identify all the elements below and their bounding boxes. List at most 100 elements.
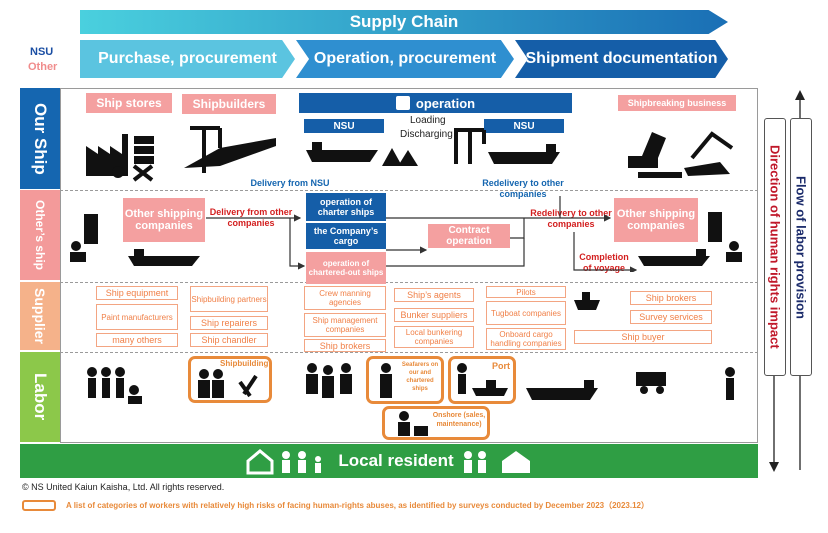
shipbuilders-tag: Shipbuilders — [182, 94, 276, 114]
nsu-tag-left: NSU — [304, 119, 384, 133]
supplier-bunker: Bunker suppliers — [394, 308, 474, 322]
nsu-logo-icon — [395, 96, 410, 110]
cargo-ship-icon — [128, 249, 200, 266]
legend-nsu: NSU — [30, 46, 54, 58]
shipbuilding-workers-icon — [198, 369, 258, 398]
supply-chain-arrow: Supply Chain — [80, 10, 728, 34]
delivery-from-other-label: Delivery from other companies — [209, 207, 293, 228]
row-our-ship-label: Our Ship — [31, 102, 50, 175]
seafarer-icon — [380, 363, 392, 398]
stage-operation-label: Operation, procurement — [313, 50, 497, 67]
cargo-ship-icon — [638, 249, 710, 266]
diagram-grid — [60, 88, 758, 443]
labor-port-label: Port — [492, 361, 510, 371]
risk-box-shipbuilding — [188, 356, 272, 403]
labor-provision-label-box: Flow of labor provision — [790, 118, 812, 376]
supplier-ship-buyer: Ship buyer — [574, 330, 712, 344]
loading-label: Loading — [410, 115, 446, 126]
contract-operation-box: Contract operation — [428, 224, 510, 248]
copyright: © NS United Kaiun Kaisha, Ltd. All right… — [22, 482, 225, 492]
cargo-ship-icon — [488, 144, 560, 164]
labor-shipbuilding-label: Shipbuilding — [220, 359, 269, 368]
supplier-onboard-cargo: Onboard cargo handling companies — [486, 328, 566, 350]
operation-label: operation — [415, 95, 476, 111]
stage-purchase-label: Purchase, procurement — [98, 50, 277, 67]
supplier-paint: Paint manufacturers — [96, 304, 178, 330]
stage-shipment: Shipment documentation — [515, 40, 728, 78]
supplier-local-bunkering: Local bunkering companies — [394, 326, 474, 348]
local-resident-label: Local resident — [338, 451, 454, 470]
cargo-ship-icon — [526, 380, 598, 400]
supplier-ship-brokers-right: Ship brokers — [630, 291, 712, 305]
discharging-label: Discharging — [400, 129, 453, 140]
supplier-survey: Survey services — [630, 310, 712, 324]
port-crane-icon — [454, 128, 486, 164]
redelivery-top-label: Redelivery to other companies — [482, 178, 564, 199]
row-supplier: Supplier — [20, 282, 60, 350]
office-building-icon — [708, 212, 742, 262]
labor-seafarers-label: Seafarers on our and chartered ships — [401, 362, 439, 392]
labor-provision-label: Flow of labor provision — [793, 175, 809, 319]
supplier-ship-management: Ship management companies — [304, 313, 386, 337]
row-others-ship: Other’s ship — [20, 190, 60, 280]
demolition-machinery-icon — [628, 131, 734, 178]
cargo-pile-icon — [382, 148, 418, 166]
other-shipping-right: Other shipping companies — [614, 198, 698, 242]
family-house-icon — [463, 451, 530, 473]
risk-legend-swatch — [22, 500, 56, 511]
risk-box-seafarers — [366, 356, 444, 404]
seafarers-group-icon — [306, 363, 352, 398]
other-shipping-left: Other shipping companies — [123, 198, 205, 242]
risk-box-onshore — [382, 406, 490, 440]
cargo-ship-icon — [306, 142, 378, 162]
shipbreaking-tag: Shipbreaking business — [618, 95, 736, 111]
stage-operation: Operation, procurement — [296, 40, 514, 78]
op-chartered-out-box: operation of chartered-out ships — [306, 252, 386, 284]
row-labor: Labor — [20, 352, 60, 442]
supplier-ship-equipment: Ship equipment — [96, 286, 178, 300]
truck-and-worker-icon — [636, 367, 735, 400]
supplier-ships-agents: Ship’s agents — [394, 288, 474, 302]
ship-stores-tag: Ship stores — [86, 93, 172, 113]
delivery-from-nsu-label: Delivery from NSU — [250, 178, 330, 188]
shipyard-crane-icon — [184, 126, 276, 173]
factory-icon — [86, 134, 154, 182]
risk-legend-note: A list of categories of workers with rel… — [66, 501, 650, 510]
tugboat-icon — [574, 292, 600, 310]
nsu-tag-right: NSU — [484, 119, 564, 133]
row-labor-label: Labor — [31, 373, 50, 421]
row-our-ship: Our Ship — [20, 88, 60, 189]
supplier-pilots: Pilots — [486, 286, 566, 298]
flow-arrows — [206, 196, 638, 272]
house-family-icon — [246, 449, 322, 475]
port-worker-icon — [457, 363, 508, 396]
supplier-ship-repairers: Ship repairers — [190, 316, 268, 330]
supplier-shipbuilding-partners: Shipbuilding partners — [190, 286, 268, 312]
supplier-ship-brokers-mid: Ship brokers — [304, 339, 386, 352]
supplier-ship-chandler: Ship chandler — [190, 333, 268, 347]
supplier-many-others: many others — [96, 333, 178, 347]
row-divider — [60, 282, 758, 283]
labor-onshore-label: Onshore (sales, maintenance) — [432, 412, 486, 428]
completion-voyage-label: Completion of voyage — [579, 252, 629, 273]
supplier-tugboat: Tugboat companies — [486, 301, 566, 325]
stage-purchase: Purchase, procurement — [80, 40, 295, 78]
row-supplier-label: Supplier — [32, 287, 48, 344]
redelivery-label: Redelivery to other companies — [530, 208, 612, 229]
risk-box-port — [448, 356, 516, 404]
row-divider — [60, 190, 758, 191]
human-rights-impact-label: Direction of human rights impact — [767, 145, 783, 349]
operation-bar: operation — [299, 93, 572, 113]
human-rights-impact-label-box: Direction of human rights impact — [764, 118, 786, 376]
workers-group-icon — [87, 367, 142, 404]
op-charter-box: operation of charter ships — [306, 193, 386, 221]
office-building-icon — [70, 214, 98, 262]
row-others-ship-label: Other’s ship — [33, 199, 47, 270]
supply-chain-title: Supply Chain — [349, 12, 459, 31]
local-resident-bar: Local resident — [20, 444, 758, 478]
legend-other: Other — [28, 61, 58, 73]
company-cargo-box: the Company’s cargo — [306, 223, 386, 249]
stage-shipment-label: Shipment documentation — [525, 50, 718, 67]
supplier-crew-manning: Crew manning agencies — [304, 286, 386, 310]
row-divider — [60, 352, 758, 353]
